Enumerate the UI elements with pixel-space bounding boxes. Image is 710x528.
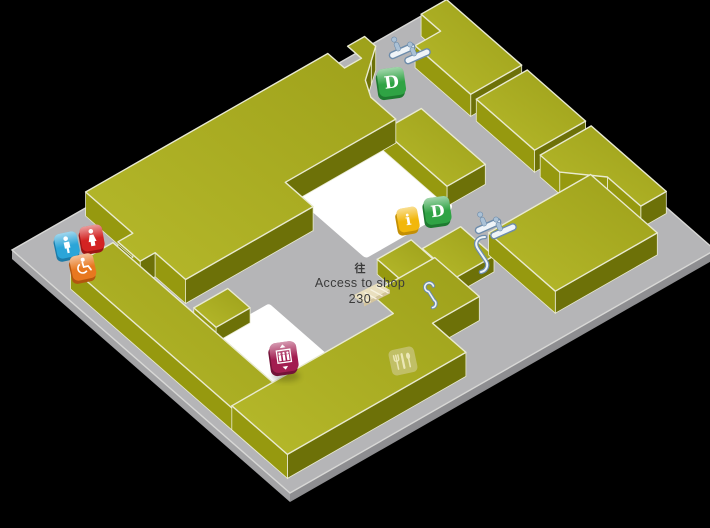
district-d-badge-atrium[interactable]: D: [421, 195, 453, 229]
elevator-badge[interactable]: [267, 340, 300, 377]
info-badge[interactable]: i: [394, 206, 421, 237]
block-top: [193, 287, 251, 328]
access-line-text: Access to shop: [315, 276, 405, 290]
block-top: [231, 256, 480, 456]
elevator-icon: [275, 344, 293, 370]
elevator-group: [267, 340, 300, 382]
escalator-rail-icon[interactable]: [474, 234, 490, 275]
man-icon: [63, 236, 71, 254]
shop-block-right[interactable]: [487, 173, 658, 315]
shop-block-strip-1[interactable]: [414, 0, 523, 118]
food-court-icon[interactable]: [388, 346, 419, 377]
block-top: [414, 0, 523, 96]
wheelchair-icon: [77, 257, 92, 274]
block-top: [84, 35, 397, 281]
shop-block-atrium-rim[interactable]: [382, 107, 486, 208]
block-top: [475, 69, 587, 151]
badge-letter: D: [429, 201, 446, 222]
block-top: [382, 107, 486, 188]
badge-letter: i: [404, 211, 413, 230]
cjk-prefix-text: 往: [355, 261, 366, 275]
accessible-badge[interactable]: [67, 252, 98, 285]
shop-number-text: 230: [349, 292, 372, 306]
district-d-badge-top[interactable]: D: [375, 66, 408, 101]
floor-side: [12, 250, 290, 502]
wayfinding-text: 往 Access to shop 230: [315, 261, 405, 306]
block-top: [539, 125, 667, 207]
toilet-men-badge[interactable]: [52, 230, 82, 262]
stairs-icon[interactable]: [352, 283, 390, 307]
block-top: [487, 173, 658, 292]
badge-letter: D: [383, 72, 401, 94]
toilet-women-badge[interactable]: [77, 224, 106, 256]
shop-blocks-layer: [69, 0, 667, 480]
woman-icon: [88, 229, 97, 247]
shop-block-bottom[interactable]: [231, 256, 480, 480]
escalator-rail-small-icon[interactable]: [423, 281, 438, 310]
floor-side: [290, 252, 710, 502]
